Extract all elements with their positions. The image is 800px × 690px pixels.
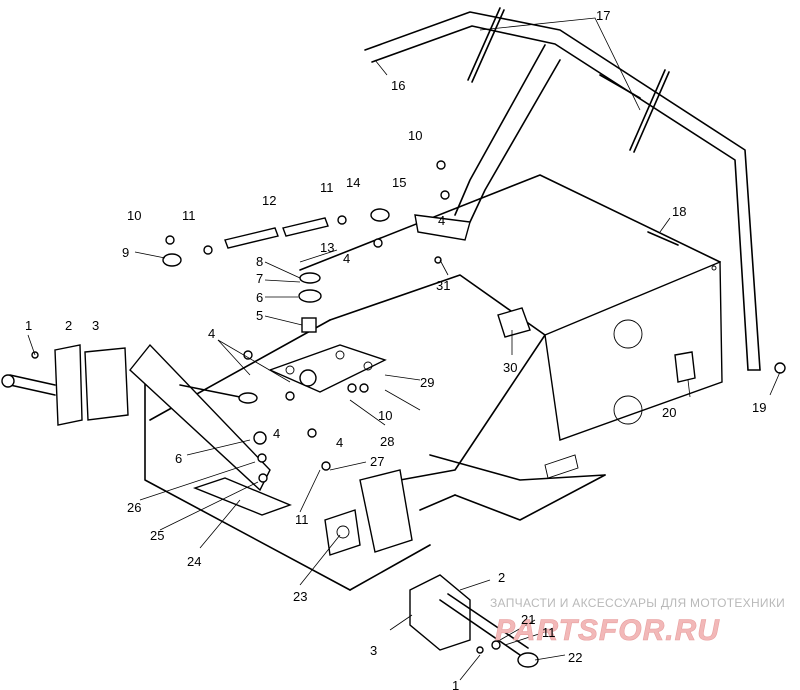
steering-post (129, 343, 271, 492)
callout-10c: 10 (378, 408, 392, 423)
callout-30: 30 (503, 360, 517, 375)
callout-11d: 11 (542, 625, 556, 640)
callout-4d: 4 (336, 435, 343, 450)
callout-14: 14 (346, 175, 360, 190)
callout-11a: 11 (182, 208, 196, 223)
grip-strip-17 (467, 7, 670, 153)
callout-2-lower: 2 (498, 570, 505, 585)
callout-18: 18 (672, 204, 686, 219)
callout-11c: 11 (295, 512, 309, 527)
fitting-18 (647, 231, 679, 246)
frame-tube-16 (364, 11, 761, 371)
callout-26: 26 (127, 500, 141, 515)
watermark-logo: PARTSFOR.RU (495, 614, 720, 647)
callout-19: 19 (752, 400, 766, 415)
callout-6-upper: 6 (256, 290, 263, 305)
callout-13: 13 (320, 240, 334, 255)
callout-5: 5 (256, 308, 263, 323)
callout-6-lower: 6 (175, 451, 182, 466)
callout-21: 21 (521, 612, 535, 627)
callout-23: 23 (293, 589, 307, 604)
callout-9: 9 (122, 245, 129, 260)
leader-lines (27, 17, 781, 681)
rod-end-9 (162, 253, 182, 267)
callout-20: 20 (662, 405, 676, 420)
watermark-tagline: ЗАПЧАСТИ И АКСЕССУАРЫ ДЛЯ МОТОТЕХНИКИ (490, 596, 785, 610)
callout-7: 7 (256, 271, 263, 286)
callout-11b: 11 (320, 180, 334, 195)
left-knuckle (1, 344, 129, 426)
callout-1-upper: 1 (25, 318, 32, 333)
rod-end-14 (370, 208, 390, 222)
drag-link (179, 384, 246, 399)
callout-1-lower: 1 (452, 678, 459, 690)
side-panel (544, 260, 723, 441)
callout-28: 28 (380, 434, 394, 449)
callout-10b: 10 (408, 128, 422, 143)
callout-29: 29 (420, 375, 434, 390)
callout-27: 27 (370, 454, 384, 469)
callout-24: 24 (187, 554, 201, 569)
drag-link-end (238, 392, 258, 404)
bushing-stack (298, 272, 322, 333)
callout-15: 15 (392, 175, 406, 190)
callout-31: 31 (436, 278, 450, 293)
watermark: ЗАПЧАСТИ И АКСЕССУАРЫ ДЛЯ МОТОТЕХНИКИ PA… (490, 596, 785, 647)
callout-22: 22 (568, 650, 582, 665)
callout-3-lower: 3 (370, 643, 377, 658)
callout-10a: 10 (127, 208, 141, 223)
clip-20 (674, 351, 696, 383)
callout-16: 16 (391, 78, 405, 93)
right-knuckle (409, 574, 539, 668)
callout-3-upper: 3 (92, 318, 99, 333)
callout-4b: 4 (208, 326, 215, 341)
pivot-plate-29 (268, 344, 387, 393)
callout-25: 25 (150, 528, 164, 543)
callout-4c: 4 (273, 426, 280, 441)
tie-rod-12 (224, 217, 329, 249)
bracket-23 (324, 509, 361, 556)
skid-plate-24 (192, 477, 292, 516)
fasteners (31, 160, 501, 654)
callouts: 1 1 2 2 3 3 4 4 4 4 4 5 6 6 7 8 9 10 10 … (25, 8, 766, 690)
steering-arm (414, 214, 471, 241)
plate-30 (497, 307, 531, 338)
spindle-bracket (359, 469, 413, 553)
cap-19 (774, 362, 786, 374)
callout-2-upper: 2 (65, 318, 72, 333)
callout-12: 12 (262, 193, 276, 208)
callout-4a: 4 (343, 251, 350, 266)
callout-17: 17 (596, 8, 610, 23)
callout-8: 8 (256, 254, 263, 269)
callout-4e: 4 (438, 213, 445, 228)
